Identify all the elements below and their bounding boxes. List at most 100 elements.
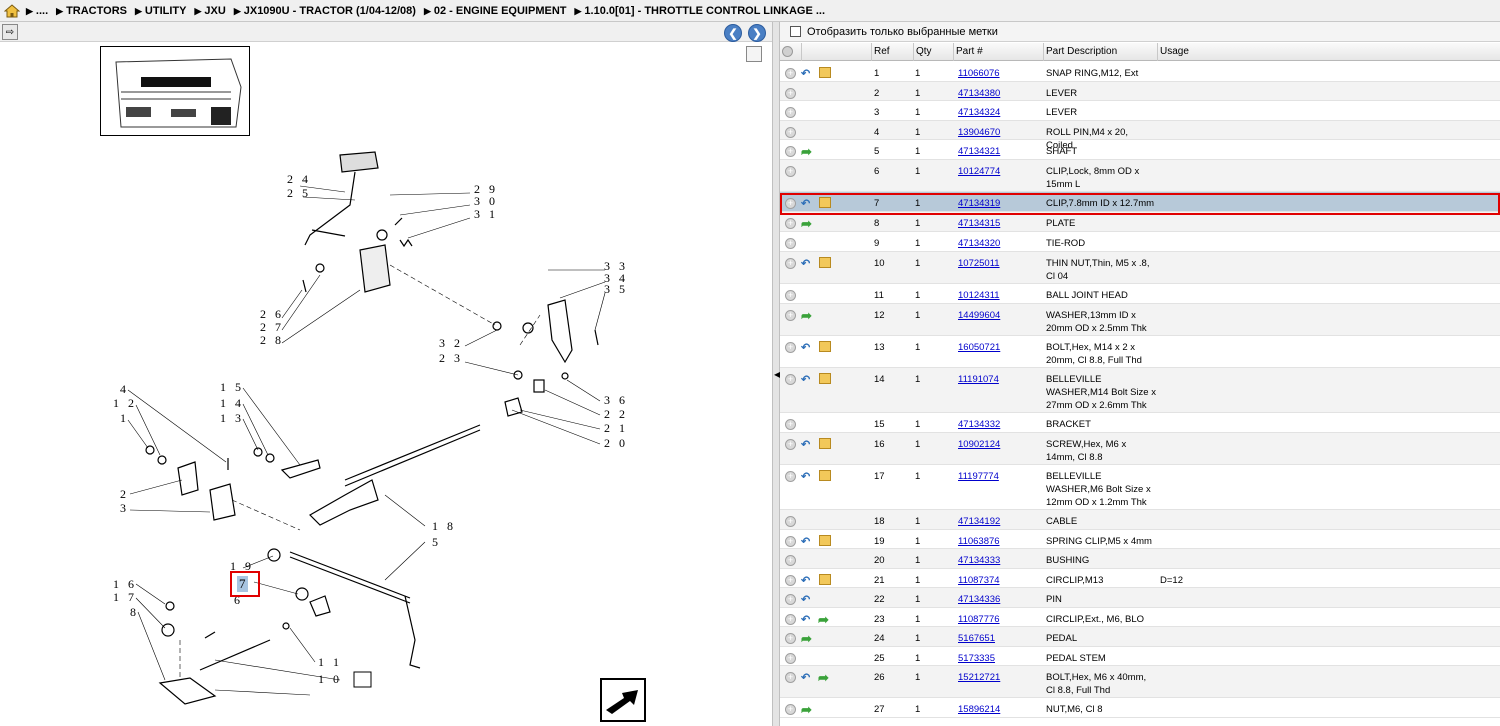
expand-icon[interactable]: +	[785, 652, 796, 664]
diagram-callout[interactable]: 2 0	[604, 436, 628, 450]
next-sheet-button[interactable]	[600, 678, 646, 722]
substitute-icon[interactable]: ↶	[801, 341, 811, 354]
part-number-link[interactable]: 47134332	[958, 419, 1001, 430]
substitute-icon[interactable]: ↶	[801, 574, 811, 587]
header-ref[interactable]: Ref	[872, 43, 914, 61]
package-icon[interactable]	[819, 469, 831, 481]
expand-icon[interactable]: +	[785, 309, 796, 321]
substitute-icon[interactable]: ↶	[801, 672, 811, 684]
package-icon[interactable]	[819, 437, 831, 449]
diagram-callout[interactable]: 2 4	[287, 172, 311, 186]
part-number-link[interactable]: 11197774	[958, 470, 999, 482]
expand-icon[interactable]: +	[785, 341, 796, 353]
diagram-callout[interactable]: 1 3	[220, 411, 244, 425]
breadcrumb-item[interactable]: 1.10.0[01] - THROTTLE CONTROL LINKAGE ..…	[575, 5, 825, 17]
part-number-link[interactable]: 47134321	[958, 146, 1001, 157]
diagram-callout[interactable]: 1 1	[318, 655, 342, 669]
diagram-callout[interactable]: 3	[120, 501, 129, 515]
part-number-link[interactable]: 11191074	[958, 373, 999, 385]
part-number-link[interactable]: 10124774	[958, 165, 1001, 177]
diagram-callout[interactable]: 3 6	[604, 393, 628, 407]
part-number-link[interactable]: 47134333	[958, 555, 1001, 566]
diagram-callout[interactable]: 8	[130, 605, 139, 619]
header-qty[interactable]: Qty	[914, 43, 954, 61]
expand-icon[interactable]: +	[785, 87, 796, 99]
expand-icon[interactable]: +	[785, 217, 796, 229]
expand-icon[interactable]: +	[785, 633, 796, 644]
expand-icon[interactable]: +	[785, 146, 796, 157]
expand-icon[interactable]: +	[785, 289, 796, 301]
expand-icon[interactable]: +	[785, 237, 796, 249]
part-number-link[interactable]: 11087776	[958, 613, 1000, 625]
replacement-arrow-icon[interactable]: ➦	[818, 670, 829, 685]
expand-icon[interactable]: +	[785, 470, 796, 482]
diagram-callout[interactable]: 2 5	[287, 186, 311, 200]
substitute-icon[interactable]: ↶	[801, 257, 811, 270]
expand-icon[interactable]: +	[785, 704, 796, 715]
diagram-callout[interactable]: 1	[120, 411, 129, 425]
diagram-callout[interactable]: 1 7	[113, 590, 137, 604]
expand-icon[interactable]: +	[785, 257, 796, 269]
part-number-link[interactable]: 16050721	[958, 341, 1001, 353]
breadcrumb-item[interactable]: JX1090U - TRACTOR (1/04-12/08)	[234, 5, 416, 17]
package-icon[interactable]	[819, 340, 831, 352]
part-number-link[interactable]: 15896214	[958, 704, 1001, 715]
expand-icon[interactable]: +	[785, 165, 796, 177]
package-icon[interactable]	[819, 196, 831, 208]
diagram-callout[interactable]: 3 4	[604, 271, 628, 285]
expand-icon[interactable]: +	[785, 535, 796, 547]
replacement-arrow-icon[interactable]: ➦	[801, 215, 812, 231]
expand-icon[interactable]: +	[785, 672, 796, 683]
part-number-link[interactable]: 47134192	[958, 516, 1001, 527]
substitute-icon[interactable]: ↶	[801, 197, 811, 210]
breadcrumb-item[interactable]: UTILITY	[135, 5, 187, 17]
substitute-icon[interactable]: ↶	[801, 535, 811, 548]
part-number-link[interactable]: 47134315	[958, 217, 1001, 229]
expand-icon[interactable]: +	[785, 594, 796, 605]
expand-icon[interactable]: +	[785, 126, 796, 138]
diagram-callout[interactable]: 6	[234, 593, 243, 607]
diagram-callout[interactable]: 1 5	[220, 380, 244, 394]
substitute-icon[interactable]: ↶	[801, 438, 811, 451]
header-part[interactable]: Part #	[954, 43, 1044, 61]
breadcrumb-item[interactable]: 02 - ENGINE EQUIPMENT	[424, 5, 567, 17]
diagram-callout[interactable]: 3 2	[439, 336, 463, 350]
expand-icon[interactable]: +	[785, 197, 796, 209]
diagram-callout[interactable]: 1 9	[230, 559, 254, 573]
diagram-callout[interactable]: 2 7	[260, 320, 284, 334]
substitute-icon[interactable]: ↶	[801, 594, 811, 606]
header-desc[interactable]: Part Description	[1044, 43, 1158, 61]
package-icon[interactable]	[819, 573, 831, 585]
substitute-icon[interactable]: ↶	[801, 68, 811, 80]
part-number-link[interactable]: 47134336	[958, 594, 1001, 605]
diagram-callout[interactable]: 2 8	[260, 333, 284, 347]
diagram-callout[interactable]: 3 5	[604, 282, 628, 296]
package-icon[interactable]	[819, 534, 831, 546]
diagram-callout[interactable]: 1 0	[318, 672, 342, 686]
diagram-callout[interactable]: 5	[432, 535, 441, 549]
expand-all-header[interactable]	[780, 43, 802, 61]
diagram-callout[interactable]: 2 3	[439, 351, 463, 365]
diagram-thumbnail[interactable]	[100, 46, 250, 136]
replacement-arrow-icon[interactable]: ➦	[801, 307, 812, 323]
prev-arrow-icon[interactable]: ❮	[724, 24, 742, 42]
collapse-arrow-icon[interactable]: ◀	[774, 370, 781, 379]
package-icon[interactable]	[819, 67, 831, 78]
replacement-arrow-icon[interactable]: ➦	[818, 611, 829, 627]
package-icon[interactable]	[819, 256, 831, 268]
